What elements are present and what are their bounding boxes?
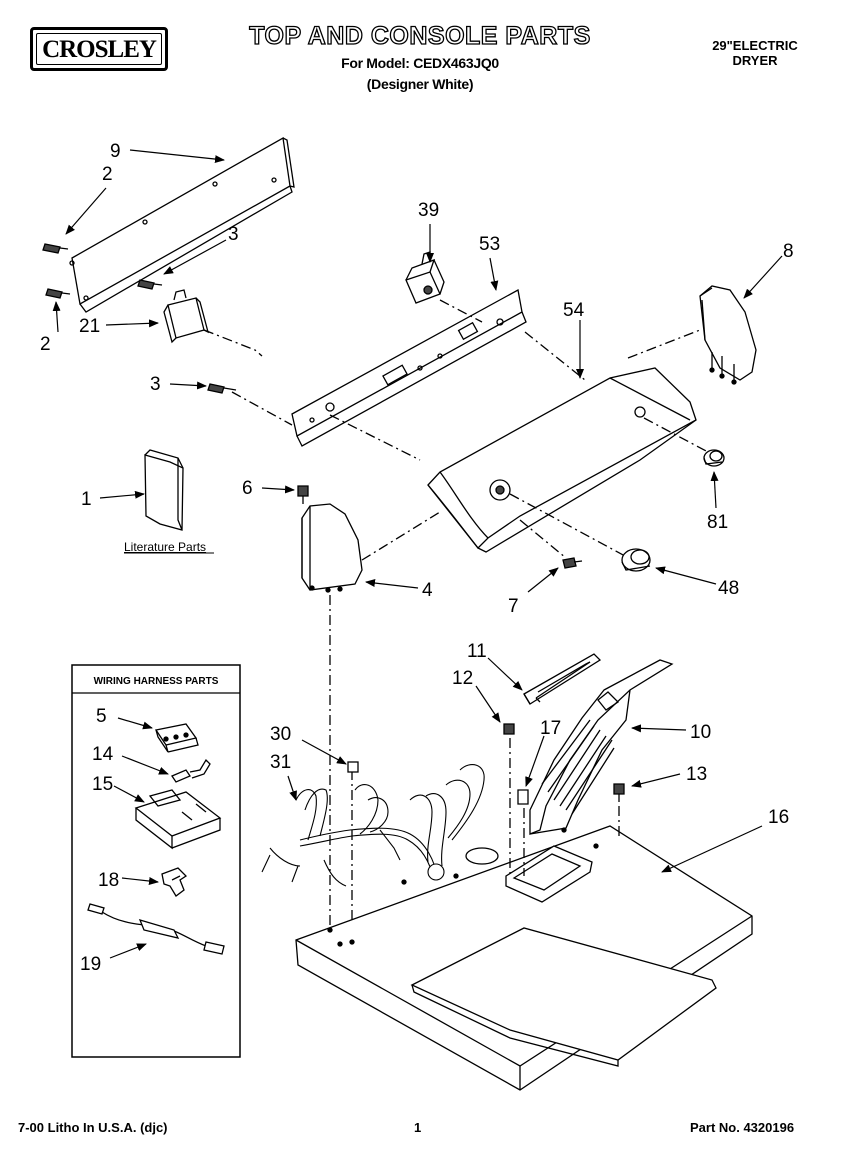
part-12-screw bbox=[503, 723, 515, 735]
part-9-rear-bracket bbox=[69, 136, 295, 313]
part-13-screw bbox=[613, 783, 625, 802]
callout-81: 81 bbox=[707, 512, 728, 533]
callout-15: 15 bbox=[92, 774, 113, 795]
callout-13: 13 bbox=[686, 764, 707, 785]
part-21-switch bbox=[163, 289, 209, 344]
callout-19: 19 bbox=[80, 954, 101, 975]
callout-2-lower: 2 bbox=[40, 334, 51, 355]
callout-2-upper: 2 bbox=[102, 164, 113, 185]
callout-3-upper: 3 bbox=[228, 224, 239, 245]
callout-numbers: 9 2 2 3 21 3 39 53 54 8 1 6 81 4 7 48 5 … bbox=[40, 141, 794, 975]
product-type: 29"ELECTRIC DRYER bbox=[690, 38, 820, 68]
model-line: For Model: CEDX463JQ0 bbox=[341, 55, 499, 71]
part-number: Part No. 4320196 bbox=[690, 1120, 795, 1135]
callout-11: 11 bbox=[467, 641, 487, 662]
part-39-timer bbox=[405, 251, 445, 304]
wiring-harness-box bbox=[71, 664, 241, 1058]
callout-53: 53 bbox=[479, 234, 500, 255]
leader-lines bbox=[52, 149, 783, 959]
callout-9: 9 bbox=[110, 141, 121, 162]
page-title: TOP AND CONSOLE PARTS bbox=[249, 21, 591, 50]
part-4-end-cap-left bbox=[301, 503, 363, 593]
part-7-screw bbox=[562, 557, 583, 569]
callout-39: 39 bbox=[418, 200, 439, 221]
part-54-control-panel bbox=[427, 367, 697, 553]
variant-line: (Designer White) bbox=[366, 76, 474, 92]
callout-16: 16 bbox=[768, 807, 789, 828]
part-8-end-cap-right bbox=[699, 285, 757, 385]
callout-21: 21 bbox=[79, 316, 100, 337]
callout-6: 6 bbox=[242, 478, 253, 499]
part-17-fastener bbox=[517, 789, 529, 805]
callout-31: 31 bbox=[270, 752, 291, 773]
callout-18: 18 bbox=[98, 870, 119, 891]
part-48-knob bbox=[621, 548, 651, 572]
callout-48: 48 bbox=[718, 578, 739, 599]
part-53-console-frame bbox=[291, 288, 527, 447]
part-2-screw-lower bbox=[45, 288, 71, 299]
part-10-lint-screen-housing bbox=[529, 659, 674, 835]
part-3-screw-lower bbox=[207, 383, 237, 394]
part-18-clip bbox=[161, 867, 188, 897]
literature-parts-label: Literature Parts bbox=[124, 540, 206, 554]
part-6-screw bbox=[297, 485, 309, 504]
part-30-clip bbox=[347, 761, 359, 773]
callout-17: 17 bbox=[540, 718, 561, 739]
callout-10: 10 bbox=[690, 722, 711, 743]
callout-4: 4 bbox=[422, 580, 433, 601]
litho-info: 7-00 Litho In U.S.A. (djc) bbox=[18, 1120, 168, 1135]
part-2-screw-upper bbox=[42, 243, 69, 254]
callout-8: 8 bbox=[783, 241, 794, 262]
callout-12: 12 bbox=[452, 668, 473, 689]
part-5-connector-block bbox=[154, 723, 199, 753]
crosley-logo: CROSLEY bbox=[30, 27, 168, 71]
page-number: 1 bbox=[414, 1120, 422, 1135]
part-81-knob bbox=[703, 449, 725, 467]
wiring-box-title: WIRING HARNESS PARTS bbox=[94, 676, 219, 687]
part-3-screw-upper bbox=[137, 279, 163, 290]
product-line-1: 29"ELECTRIC bbox=[712, 38, 798, 53]
part-19-cord bbox=[87, 903, 225, 955]
part-11-lint-screen bbox=[523, 653, 602, 705]
part-1-literature-booklet bbox=[144, 449, 184, 531]
callout-7: 7 bbox=[508, 596, 519, 617]
callout-54: 54 bbox=[563, 300, 585, 321]
callout-5: 5 bbox=[96, 706, 107, 727]
callout-30: 30 bbox=[270, 724, 291, 745]
part-31-wiring-harness bbox=[261, 764, 485, 887]
part-16-top-panel bbox=[295, 825, 753, 1091]
callout-14: 14 bbox=[92, 744, 114, 765]
callout-3-lower: 3 bbox=[150, 374, 161, 395]
part-15-terminal-block bbox=[134, 789, 222, 850]
part-14-terminal bbox=[171, 758, 211, 783]
product-line-2: DRYER bbox=[732, 53, 778, 68]
brand-name: CROSLEY bbox=[36, 33, 162, 65]
callout-1: 1 bbox=[81, 489, 92, 510]
